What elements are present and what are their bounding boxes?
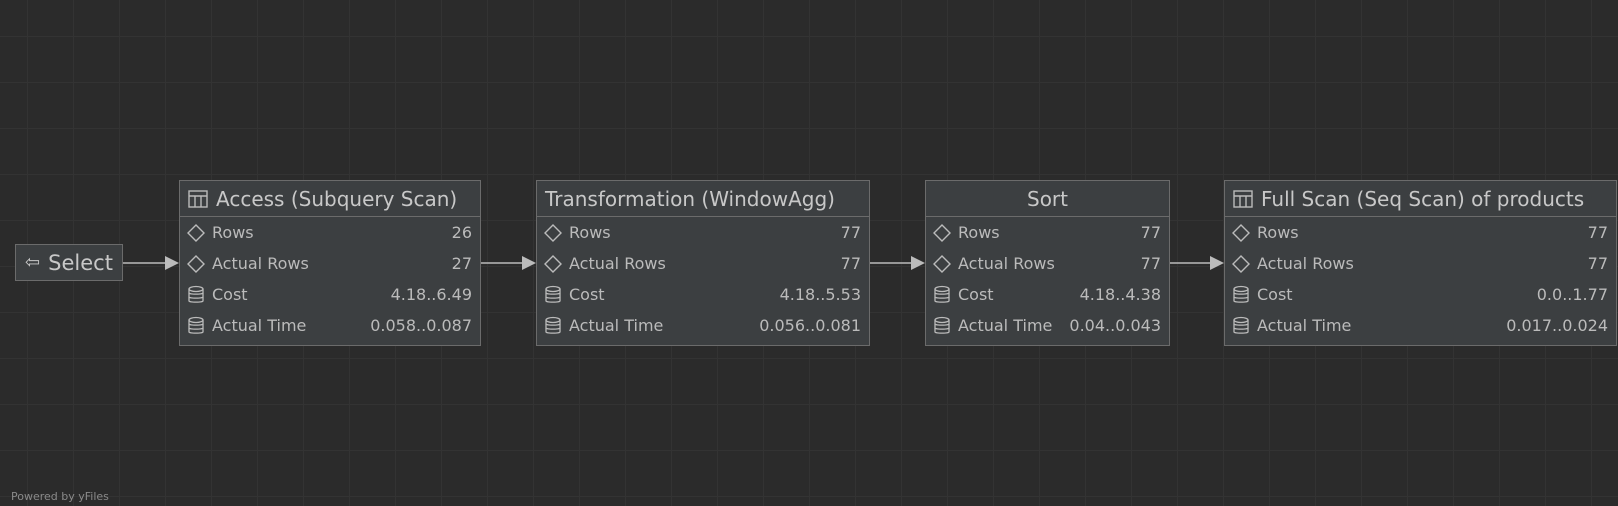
- plan-node-title: Full Scan (Seq Scan) of products: [1261, 186, 1585, 211]
- diamond-icon: [543, 223, 563, 243]
- diamond-icon: [1231, 254, 1251, 274]
- metric-value: 0.056..0.081: [759, 316, 861, 335]
- database-icon: [186, 285, 206, 305]
- diamond-icon: [1231, 223, 1251, 243]
- metric-value: 0.0..1.77: [1536, 285, 1608, 304]
- table-icon: [1233, 189, 1253, 208]
- metric-label: Cost: [569, 285, 605, 304]
- metric-value: 77: [1140, 254, 1161, 273]
- plan-node-sort[interactable]: Sort Rows 77 Actual Rows 77 Cost 4.18..4…: [925, 180, 1170, 346]
- metric-label: Actual Time: [958, 316, 1053, 335]
- metric-value: 27: [451, 254, 472, 273]
- metric-row: Cost 4.18..6.49: [180, 279, 480, 310]
- select-node-label: Select: [48, 250, 113, 275]
- metric-label: Actual Time: [1257, 316, 1352, 335]
- metric-label: Rows: [569, 223, 611, 242]
- metric-label: Actual Rows: [1257, 254, 1354, 273]
- metric-value: 0.017..0.024: [1506, 316, 1608, 335]
- plan-node-transformation[interactable]: Transformation (WindowAgg) Rows 77 Actua…: [536, 180, 870, 346]
- metric-row: Actual Time 0.056..0.081: [537, 310, 869, 341]
- metric-label: Actual Time: [212, 316, 307, 335]
- metric-row: Actual Rows 77: [537, 248, 869, 279]
- metric-row: Actual Rows 77: [1225, 248, 1616, 279]
- edge-arrowhead: [911, 256, 925, 270]
- plan-node-title: Sort: [1027, 186, 1068, 211]
- diamond-icon: [186, 254, 206, 274]
- metric-label: Rows: [212, 223, 254, 242]
- metric-row: Rows 77: [1225, 217, 1616, 248]
- metric-row: Cost 4.18..5.53: [537, 279, 869, 310]
- database-icon: [186, 316, 206, 336]
- database-icon: [543, 285, 563, 305]
- metric-value: 0.04..0.043: [1069, 316, 1161, 335]
- diamond-icon: [932, 254, 952, 274]
- database-icon: [1231, 285, 1251, 305]
- metric-label: Actual Rows: [212, 254, 309, 273]
- metric-row: Cost 4.18..4.38: [926, 279, 1169, 310]
- metric-row: Actual Time 0.017..0.024: [1225, 310, 1616, 341]
- metric-value: 26: [451, 223, 472, 242]
- metric-value: 77: [840, 223, 861, 242]
- metric-value: 77: [1587, 254, 1608, 273]
- metric-row: Rows 26: [180, 217, 480, 248]
- plan-node-header: Access (Subquery Scan): [180, 181, 480, 217]
- select-arrow-icon: ⇦: [25, 252, 41, 273]
- diamond-icon: [543, 254, 563, 274]
- powered-by-footer: Powered by yFiles: [11, 490, 109, 503]
- plan-node-title: Access (Subquery Scan): [216, 186, 458, 211]
- database-icon: [932, 316, 952, 336]
- plan-node-full-scan[interactable]: Full Scan (Seq Scan) of products Rows 77…: [1224, 180, 1617, 346]
- metric-label: Cost: [212, 285, 248, 304]
- database-icon: [932, 285, 952, 305]
- metric-label: Actual Time: [569, 316, 664, 335]
- metric-row: Cost 0.0..1.77: [1225, 279, 1616, 310]
- metric-value: 0.058..0.087: [370, 316, 472, 335]
- table-icon: [188, 189, 208, 208]
- plan-node-access[interactable]: Access (Subquery Scan) Rows 26 Actual Ro…: [179, 180, 481, 346]
- metric-label: Rows: [1257, 223, 1299, 242]
- plan-node-header: Transformation (WindowAgg): [537, 181, 869, 217]
- metric-row: Rows 77: [926, 217, 1169, 248]
- diamond-icon: [932, 223, 952, 243]
- metric-value: 4.18..6.49: [390, 285, 472, 304]
- metric-label: Actual Rows: [958, 254, 1055, 273]
- select-node[interactable]: ⇦ Select: [15, 244, 123, 281]
- edge-arrowhead: [1210, 256, 1224, 270]
- plan-node-title: Transformation (WindowAgg): [545, 186, 835, 211]
- metric-row: Actual Time 0.058..0.087: [180, 310, 480, 341]
- metric-row: Actual Time 0.04..0.043: [926, 310, 1169, 341]
- metric-label: Cost: [958, 285, 994, 304]
- metric-row: Actual Rows 27: [180, 248, 480, 279]
- metric-row: Actual Rows 77: [926, 248, 1169, 279]
- edge-arrowhead: [522, 256, 536, 270]
- plan-node-header: Full Scan (Seq Scan) of products: [1225, 181, 1616, 217]
- edge-arrowhead: [165, 256, 179, 270]
- database-icon: [1231, 316, 1251, 336]
- metric-value: 77: [1587, 223, 1608, 242]
- diamond-icon: [186, 223, 206, 243]
- metric-label: Rows: [958, 223, 1000, 242]
- database-icon: [543, 316, 563, 336]
- metric-value: 4.18..4.38: [1079, 285, 1161, 304]
- metric-value: 4.18..5.53: [779, 285, 861, 304]
- metric-value: 77: [1140, 223, 1161, 242]
- metric-label: Cost: [1257, 285, 1293, 304]
- metric-row: Rows 77: [537, 217, 869, 248]
- plan-node-header: Sort: [926, 181, 1169, 217]
- metric-value: 77: [840, 254, 861, 273]
- metric-label: Actual Rows: [569, 254, 666, 273]
